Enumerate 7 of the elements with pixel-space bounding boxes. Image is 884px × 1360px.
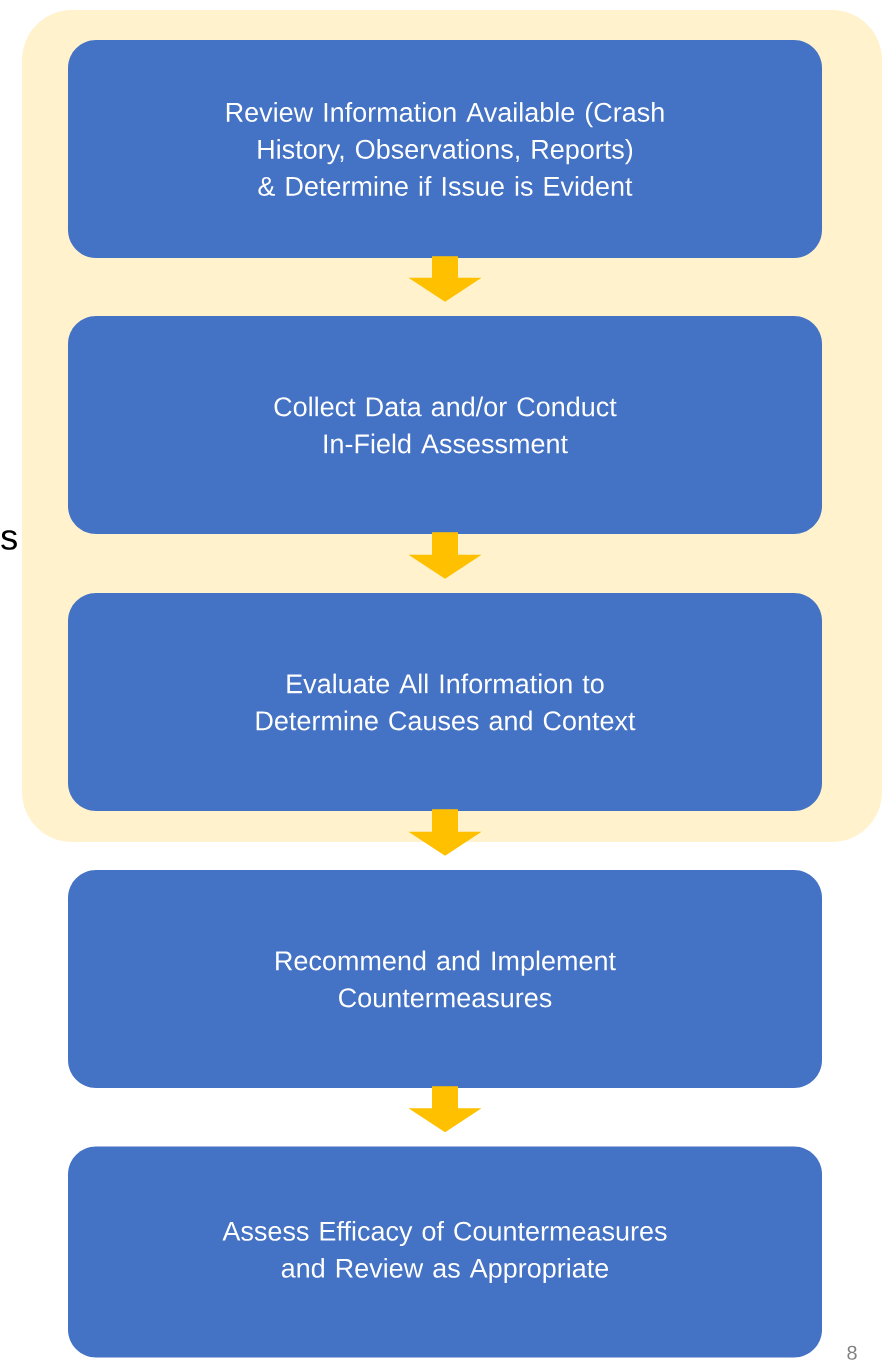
process-box: Evaluate All Information to Determine Causes and Context: [68, 593, 822, 811]
process-box: Recommend and Implement Countermeasures: [68, 870, 822, 1088]
page-number: 8: [847, 1345, 857, 1360]
process-box: Collect Data and/or Conduct In-Field Assessment: [68, 316, 822, 534]
process-box: Review Information Available (Crash History, Observations, Reports) & Determine if Issue is Evident: [68, 40, 822, 258]
process-box: Assess Efficacy of Countermeasures and Review as Appropriate: [68, 1146, 822, 1358]
side-text: s: [1, 530, 17, 550]
